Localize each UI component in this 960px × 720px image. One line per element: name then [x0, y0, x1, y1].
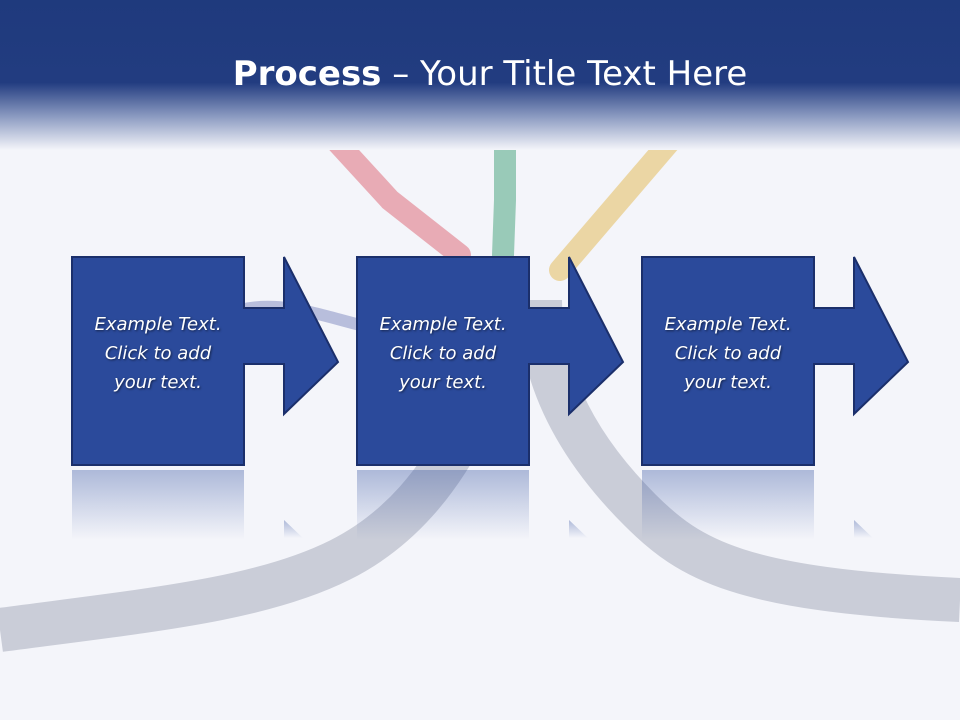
- step-line: Example Text.: [664, 314, 792, 335]
- step-reflection: [642, 470, 873, 540]
- step-line: Example Text.: [379, 314, 507, 335]
- title-bar: [0, 0, 960, 150]
- box-arrow-shape: [71, 256, 340, 466]
- step-line: Click to add: [674, 343, 782, 364]
- step-line: your text.: [114, 372, 202, 393]
- step-reflection: [357, 470, 588, 540]
- process-step-2[interactable]: Example Text. Click to add your text.: [356, 256, 626, 468]
- box-arrow-shape: [356, 256, 625, 466]
- title-rest: – Your Title Text Here: [392, 54, 748, 94]
- step-text[interactable]: Example Text. Click to add your text.: [358, 310, 528, 397]
- step-text[interactable]: Example Text. Click to add your text.: [643, 310, 813, 397]
- step-line: Click to add: [104, 343, 212, 364]
- step-reflection: [72, 470, 303, 540]
- slide-title[interactable]: Process – Your Title Text Here: [0, 52, 960, 96]
- step-line: your text.: [684, 372, 772, 393]
- step-text[interactable]: Example Text. Click to add your text.: [73, 310, 243, 397]
- title-bold: Process: [232, 54, 382, 94]
- box-arrow-shape: [641, 256, 910, 466]
- process-step-1[interactable]: Example Text. Click to add your text.: [71, 256, 341, 468]
- step-line: your text.: [399, 372, 487, 393]
- step-line: Click to add: [389, 343, 497, 364]
- step-line: Example Text.: [94, 314, 222, 335]
- process-step-3[interactable]: Example Text. Click to add your text.: [641, 256, 911, 468]
